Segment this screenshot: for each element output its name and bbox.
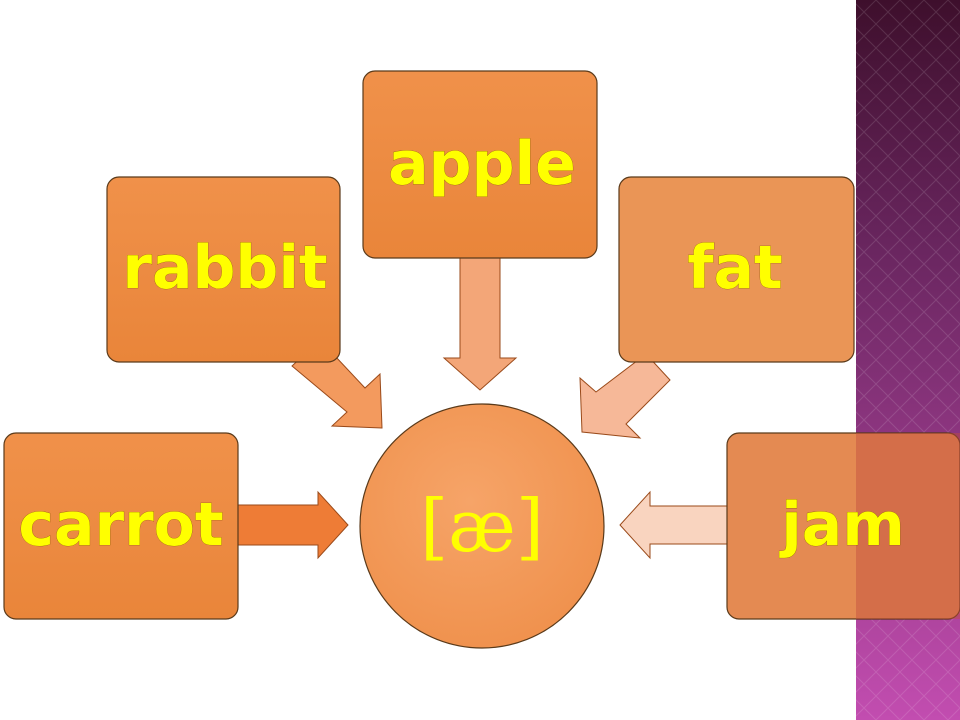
word-box-apple: apple xyxy=(362,70,598,259)
word-label-rabbit: rabbit xyxy=(122,233,327,303)
word-label-apple: apple xyxy=(388,129,576,199)
word-box-fat: fat xyxy=(618,176,855,363)
arrow-fat xyxy=(579,353,671,439)
center-phoneme-label: [æ] xyxy=(420,484,544,568)
center-circle: [æ] xyxy=(359,403,605,649)
arrow-apple xyxy=(442,257,518,391)
word-label-carrot: carrot xyxy=(18,490,223,560)
word-label-fat: fat xyxy=(687,233,782,303)
arrow-carrot xyxy=(237,490,349,560)
word-box-jam: jam xyxy=(726,432,960,620)
arrow-jam xyxy=(619,490,729,560)
arrows xyxy=(237,257,729,560)
word-label-jam: jam xyxy=(779,490,905,560)
word-box-rabbit: rabbit xyxy=(106,176,341,363)
word-box-carrot: carrot xyxy=(3,432,239,620)
